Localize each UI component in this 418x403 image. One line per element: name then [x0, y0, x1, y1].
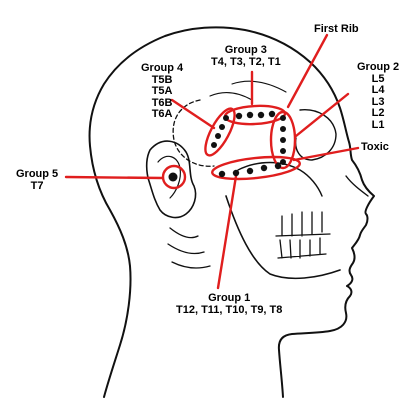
leader-group4 — [170, 98, 216, 130]
label-group2: Group 2 L5 L4 L3 L2 L1 — [357, 61, 400, 131]
group4-member-t6b: T6B — [151, 96, 173, 109]
dot-group4-1 — [223, 115, 229, 121]
group2-member-l4: L4 — [371, 84, 385, 96]
label-group3: Group 3 T4, T3, T2, T1 — [211, 44, 281, 68]
group4-member-t6a: T6A — [151, 108, 173, 120]
leader-group5 — [64, 175, 165, 180]
leader-toxic — [292, 146, 360, 162]
group2-member-l2: L2 — [371, 107, 385, 119]
highlight-shapes — [64, 33, 360, 290]
label-group4: Group 4 T5B T5A T6B T6A — [141, 62, 184, 121]
group2-ellipse — [269, 110, 297, 170]
leader-group1 — [216, 174, 238, 290]
group2-member-l5: L5 — [371, 72, 385, 85]
group2-title: Group 2 — [357, 61, 400, 73]
skull-sutures — [209, 80, 287, 101]
teeth-upper — [275, 211, 331, 237]
dot-group3-1 — [235, 112, 243, 120]
dot-group1-5 — [274, 162, 282, 170]
group1-title: Group 1 — [208, 292, 251, 304]
dot-group2-5 — [280, 159, 286, 165]
group4-title: Group 4 — [141, 62, 184, 74]
dot-group4-3 — [215, 133, 221, 139]
toxic-text: Toxic — [361, 141, 389, 153]
dot-group5 — [168, 172, 178, 182]
dot-group4-2 — [219, 124, 225, 130]
group5-members: T7 — [30, 179, 44, 192]
dot-group4-4 — [211, 142, 217, 148]
leader-first-rib — [286, 33, 329, 109]
group2-member-l1: L1 — [371, 118, 385, 131]
dot-group2-1 — [280, 115, 286, 121]
dot-group2-3 — [280, 137, 286, 143]
mandible — [225, 195, 341, 280]
dot-group1-3 — [246, 167, 254, 175]
dot-group1-4 — [260, 164, 268, 172]
group1-ellipse — [211, 155, 301, 181]
label-first-rib: First Rib — [314, 23, 359, 36]
group4-member-t5a: T5A — [151, 85, 173, 97]
eye-orbit — [294, 109, 337, 161]
nose-cartilage — [345, 175, 369, 197]
group3-members: T4, T3, T2, T1 — [211, 55, 281, 68]
skull-profile — [88, 26, 375, 398]
dot-group3-2 — [246, 111, 254, 119]
label-toxic: Toxic — [361, 141, 389, 154]
label-group1: Group 1 T12, T11, T10, T9, T8 — [176, 292, 283, 316]
dot-group3-3 — [257, 111, 265, 119]
group2-member-l3: L3 — [371, 95, 385, 108]
group3-title: Group 3 — [224, 44, 267, 56]
first-rib-text: First Rib — [314, 23, 359, 35]
occipital-dashed — [172, 99, 215, 167]
dot-group2-4 — [280, 148, 286, 154]
teeth-lower — [277, 237, 327, 259]
group4-ellipse — [204, 107, 236, 157]
dot-group1-2 — [232, 169, 240, 177]
zygomatic-arch — [237, 161, 323, 197]
dot-group2-2 — [280, 126, 286, 132]
point-dots — [168, 110, 286, 182]
leader-group2 — [294, 92, 350, 138]
group5-title: Group 5 — [16, 168, 59, 180]
dot-group3-4 — [268, 110, 276, 118]
label-group5: Group 5 T7 — [16, 168, 59, 192]
group1-members: T12, T11, T10, T9, T8 — [176, 303, 283, 316]
neck-vertebrae — [167, 227, 211, 269]
head-outline — [88, 26, 375, 398]
dot-group1-1 — [218, 170, 226, 178]
group4-member-t5b: T5B — [151, 73, 173, 86]
